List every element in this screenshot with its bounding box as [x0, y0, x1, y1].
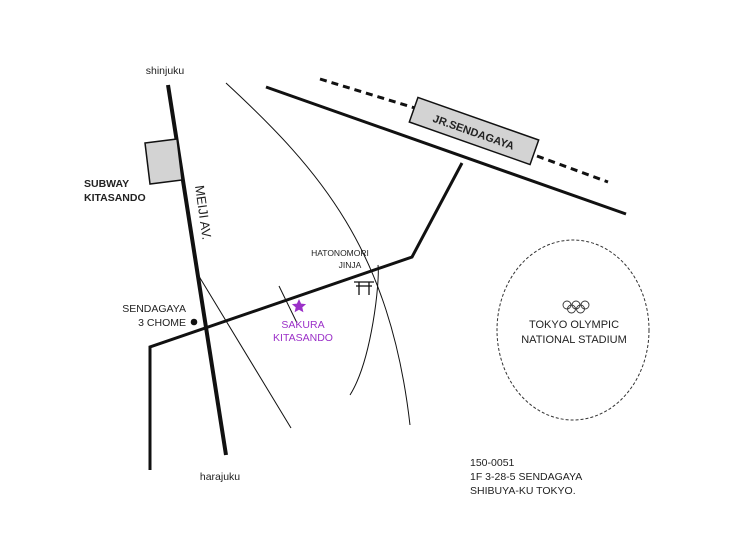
star-icon [291, 299, 307, 313]
shrine-label-line1: HATONOMORI [311, 248, 369, 258]
shinjuku-label: shinjuku [146, 65, 185, 77]
sendagaya-label-line2: 3 CHOME [138, 317, 186, 329]
address-line1: 1F 3-28-5 SENDAGAYA [470, 471, 582, 483]
destination-label-line1: SAKURA [281, 319, 324, 331]
meiji-avenue-label: MEIJI AV. [192, 184, 214, 240]
shrine-gate-icon [354, 281, 374, 295]
jr-sendagaya-station: JR.SENDAGAYA [408, 96, 540, 166]
stadium-label-line1: TOKYO OLYMPIC [529, 319, 619, 331]
national-stadium-outline [496, 239, 650, 421]
stadium-label-line2: NATIONAL STADIUM [521, 334, 627, 346]
side-street-diagonal [196, 272, 292, 429]
curved-street-west [225, 82, 411, 426]
route-road [148, 162, 464, 470]
jr-dashed-track-right [536, 154, 609, 184]
address-postal-code: 150-0051 [470, 457, 515, 469]
sendagaya-label-line1: SENDAGAYA [122, 303, 186, 315]
jr-dashed-track-left [319, 77, 416, 110]
subway-label-line2: KITASANDO [84, 192, 146, 204]
subway-label-line1: SUBWAY [84, 178, 129, 190]
curved-street-middle [349, 264, 379, 396]
dot-marker-icon [190, 318, 198, 326]
subway-kitasando-station [144, 138, 183, 185]
shrine-label-line2: JINJA [339, 260, 362, 270]
address-line2: SHIBUYA-KU TOKYO. [470, 485, 576, 497]
jr-railway-line [265, 85, 627, 216]
olympic-rings-icon [562, 300, 590, 314]
side-street-short [278, 285, 298, 324]
destination-label-line2: KITASANDO [273, 332, 333, 344]
harajuku-label: harajuku [200, 471, 240, 483]
